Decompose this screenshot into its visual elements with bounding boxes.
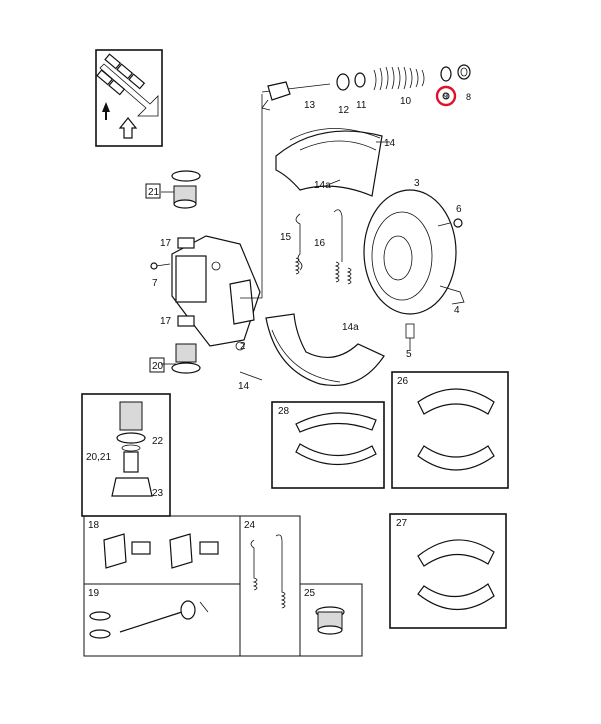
label-26: 26 — [397, 376, 409, 387]
label-17-top: 17 — [160, 238, 172, 249]
label-15: 15 — [280, 232, 292, 243]
brake-shoe-lower — [265, 313, 385, 386]
direction-arrow-icon — [95, 49, 163, 147]
part-labels: 13 12 11 10 8 9 14 14a 3 6 15 16 4 5 21 … — [86, 91, 471, 599]
label-18: 18 — [88, 520, 100, 531]
shoe-kit-26 — [417, 388, 495, 471]
label-23: 23 — [152, 488, 164, 499]
label-3: 3 — [414, 178, 420, 189]
label-19: 19 — [88, 588, 100, 599]
label-5: 5 — [406, 349, 412, 360]
label-27: 27 — [396, 518, 408, 529]
kit-box-26 — [391, 371, 509, 489]
label-16: 16 — [314, 238, 326, 249]
label-6: 6 — [456, 204, 462, 215]
label-14-top: 14 — [384, 138, 396, 149]
backing-plate-hub — [150, 235, 261, 351]
label-14a-bottom: 14a — [342, 322, 359, 333]
seal-kit-25 — [315, 606, 345, 635]
kit-box-24 — [239, 515, 301, 657]
label-20: 20 — [152, 361, 164, 372]
kit-box-28 — [271, 401, 385, 489]
leader-lines — [239, 94, 390, 381]
label-28: 28 — [278, 406, 290, 417]
spring-kit-24 — [250, 534, 286, 609]
anchor-kit-18 — [103, 533, 219, 569]
bearing-kit-20-21 — [111, 401, 153, 497]
label-14a-top: 14a — [314, 180, 331, 191]
label-4: 4 — [454, 305, 460, 316]
label-14-bottom: 14 — [238, 381, 250, 392]
label-17-bottom: 17 — [160, 316, 172, 327]
lining-kit-28 — [295, 412, 377, 466]
kit-box-19 — [83, 583, 241, 657]
label-22: 22 — [152, 436, 164, 447]
label-10: 10 — [400, 96, 412, 107]
adjuster-kit-19 — [89, 600, 209, 639]
label-20-21: 20,21 — [86, 452, 111, 463]
label-25: 25 — [304, 588, 316, 599]
label-12: 12 — [338, 105, 350, 116]
kit-box-27 — [389, 513, 507, 629]
bearing-stack — [161, 170, 201, 374]
label-24: 24 — [244, 520, 256, 531]
brake-drum — [363, 189, 465, 315]
kit-box-25 — [299, 583, 363, 657]
adjuster-spring-assembly — [261, 64, 471, 111]
highlight-circle-icon — [435, 85, 457, 107]
label-9: 9 — [443, 91, 448, 101]
label-8: 8 — [466, 92, 471, 102]
label-21: 21 — [148, 187, 160, 198]
label-2: 2 — [240, 341, 246, 352]
brake-shoe-upper — [275, 128, 383, 197]
return-springs — [294, 209, 415, 350]
shoe-kit-27 — [417, 539, 495, 611]
label-11: 11 — [356, 100, 367, 111]
label-13: 13 — [304, 100, 316, 111]
label-7: 7 — [152, 278, 158, 289]
